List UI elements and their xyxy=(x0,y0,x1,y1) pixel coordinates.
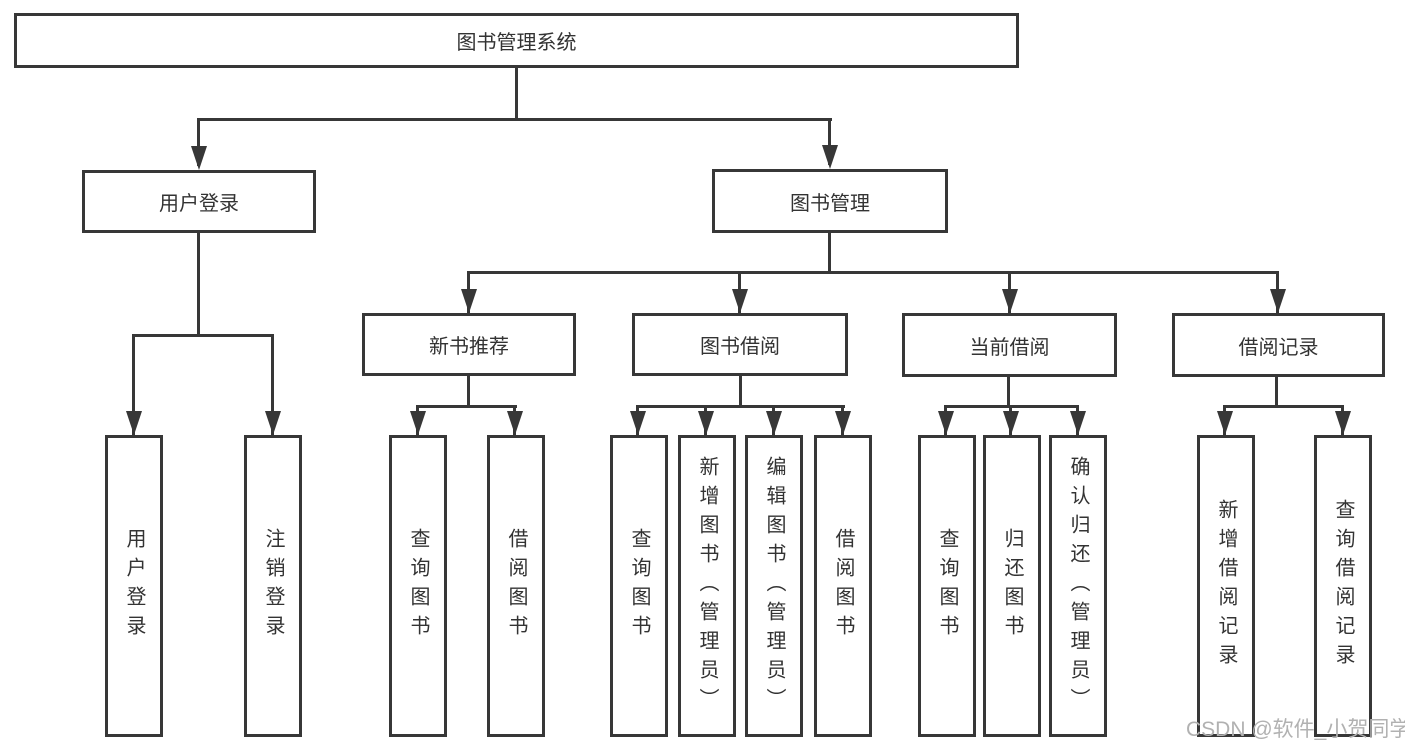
connector-user-login-stem xyxy=(197,233,200,337)
leaf-confirm-return-admin: 确认归还（管理员） xyxy=(1049,435,1107,737)
leaf-label: 新增借阅记录 xyxy=(1215,499,1237,673)
leaf-label: 注销登录 xyxy=(262,528,284,644)
arrowhead xyxy=(835,411,851,435)
connector-book-borrow-stem xyxy=(739,376,742,407)
connector-to-leaf xyxy=(132,334,135,435)
arrowhead xyxy=(698,411,714,435)
connector-to-book-management xyxy=(828,118,831,165)
leaf-query-books-borrow: 查询图书 xyxy=(610,435,668,737)
node-label: 借阅记录 xyxy=(1238,336,1319,359)
arrowhead xyxy=(461,289,477,313)
connector-to-user-login xyxy=(197,118,200,166)
arrowhead xyxy=(1217,411,1233,435)
arrowhead xyxy=(938,411,954,435)
leaf-edit-books-admin: 编辑图书（管理员） xyxy=(745,435,803,737)
arrowhead xyxy=(766,411,782,435)
arrowhead xyxy=(732,289,748,313)
connector-current-borrow-stem xyxy=(1007,377,1010,407)
arrowhead xyxy=(822,145,838,169)
leaf-label: 编辑图书（管理员） xyxy=(763,455,785,717)
connector-root-rail xyxy=(198,118,832,121)
leaf-query-books-recommend: 查询图书 xyxy=(389,435,447,737)
arrowhead xyxy=(191,146,207,170)
leaf-label: 查询借阅记录 xyxy=(1332,499,1354,673)
connector-new-book-stem xyxy=(467,376,470,407)
arrowhead xyxy=(1002,289,1018,313)
connector-borrow-records-stem xyxy=(1275,377,1278,407)
leaf-borrow-books-recommend: 借阅图书 xyxy=(487,435,545,737)
leaf-return-books: 归还图书 xyxy=(983,435,1041,737)
connector-book-management-rail xyxy=(468,271,1279,274)
connector-new-book-rail xyxy=(417,405,517,408)
node-label: 图书借阅 xyxy=(700,336,780,358)
node-label: 图书管理系统 xyxy=(456,32,577,54)
leaf-label: 借阅图书 xyxy=(505,528,527,644)
leaf-query-borrow-record: 查询借阅记录 xyxy=(1314,435,1372,737)
leaf-query-books-current: 查询图书 xyxy=(918,435,976,737)
arrowhead xyxy=(630,411,646,435)
arrowhead xyxy=(410,411,426,435)
connector-current-borrow-rail xyxy=(945,405,1079,408)
connector-book-management-stem xyxy=(828,233,831,273)
node-book-management: 图书管理 xyxy=(712,169,948,233)
node-borrow-records: 借阅记录 xyxy=(1172,313,1385,377)
connector-user-login-rail xyxy=(133,334,274,337)
arrowhead xyxy=(507,411,523,435)
arrowhead xyxy=(1270,289,1286,313)
arrowhead xyxy=(1070,411,1086,435)
leaf-logout-login: 注销登录 xyxy=(244,435,302,737)
node-label: 新书推荐 xyxy=(429,336,509,358)
connector-borrow-records-rail xyxy=(1224,405,1344,408)
leaf-label: 归还图书 xyxy=(1001,528,1023,644)
csdn-watermark: CSDN @软件_小贺同学 xyxy=(1186,718,1405,741)
connector-to-leaf xyxy=(271,334,274,435)
node-new-book-recommend: 新书推荐 xyxy=(362,313,576,376)
leaf-label: 查询图书 xyxy=(628,528,650,644)
leaf-user-login: 用户登录 xyxy=(105,435,163,737)
node-user-login: 用户登录 xyxy=(82,170,316,233)
leaf-label: 确认归还（管理员） xyxy=(1067,455,1089,717)
leaf-borrow-books: 借阅图书 xyxy=(814,435,872,737)
node-book-borrow: 图书借阅 xyxy=(632,313,848,376)
node-label: 用户登录 xyxy=(159,193,239,215)
node-library-management-system: 图书管理系统 xyxy=(14,13,1019,68)
leaf-label: 新增图书（管理员） xyxy=(696,455,718,717)
leaf-label: 用户登录 xyxy=(123,528,145,644)
leaf-label: 借阅图书 xyxy=(832,528,854,644)
connector-book-borrow-rail xyxy=(637,405,845,408)
node-label: 当前借阅 xyxy=(969,336,1050,359)
arrowhead xyxy=(265,411,281,435)
node-current-borrow: 当前借阅 xyxy=(902,313,1117,377)
leaf-label: 查询图书 xyxy=(936,528,958,644)
arrowhead xyxy=(1335,411,1351,435)
leaf-label: 查询图书 xyxy=(407,528,429,644)
arrowhead xyxy=(1003,411,1019,435)
leaf-add-borrow-record: 新增借阅记录 xyxy=(1197,435,1255,737)
arrowhead xyxy=(126,411,142,435)
leaf-add-books-admin: 新增图书（管理员） xyxy=(678,435,736,737)
node-label: 图书管理 xyxy=(790,192,870,215)
connector-root-stem xyxy=(515,67,518,120)
